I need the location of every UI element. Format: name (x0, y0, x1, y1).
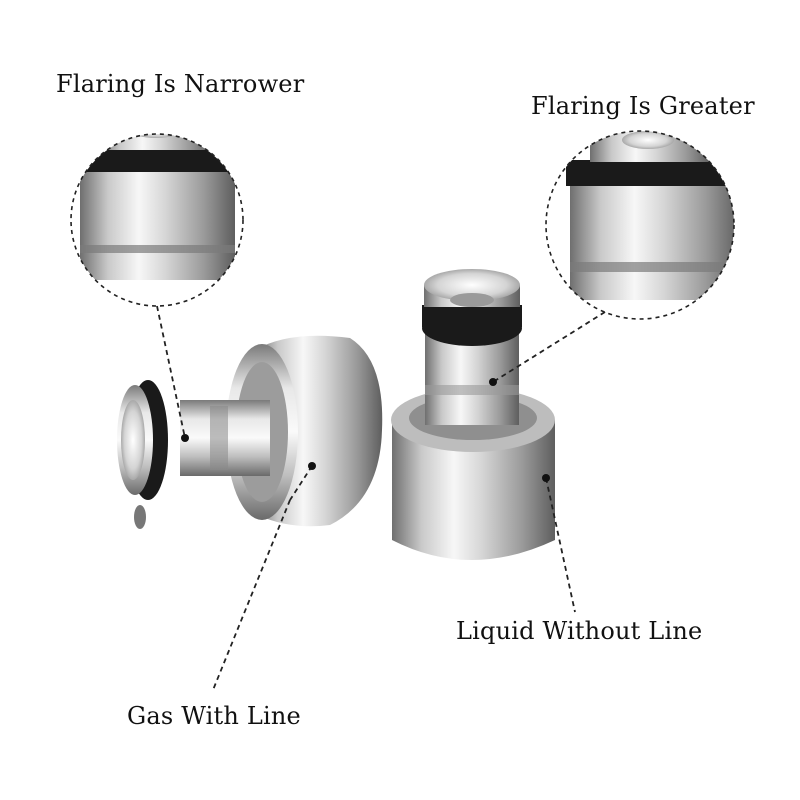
leader-line-liquid (545, 477, 576, 613)
callout-detail-narrower (70, 133, 244, 307)
label-gas-with-line: Gas With Line (127, 702, 301, 730)
leader-line-greater (492, 311, 606, 383)
label-flaring-narrower: Flaring Is Narrower (56, 70, 305, 98)
leader-dot-liquid (542, 474, 550, 482)
leader-dot-gas (308, 462, 316, 470)
leader-line-gas-top (289, 465, 313, 501)
callout-detail-greater (545, 130, 735, 320)
gas-post-fitting (117, 335, 383, 529)
leader-lines (156, 305, 606, 691)
label-flaring-greater: Flaring Is Greater (531, 92, 755, 120)
leader-dot-greater (489, 378, 497, 386)
leader-dots (181, 378, 550, 482)
label-liquid-without-line: Liquid Without Line (456, 617, 703, 645)
liquid-post-fitting (391, 269, 555, 560)
leader-line-gas (212, 499, 291, 691)
leader-line-narrower (156, 305, 186, 439)
leader-dot-narrower (181, 434, 189, 442)
